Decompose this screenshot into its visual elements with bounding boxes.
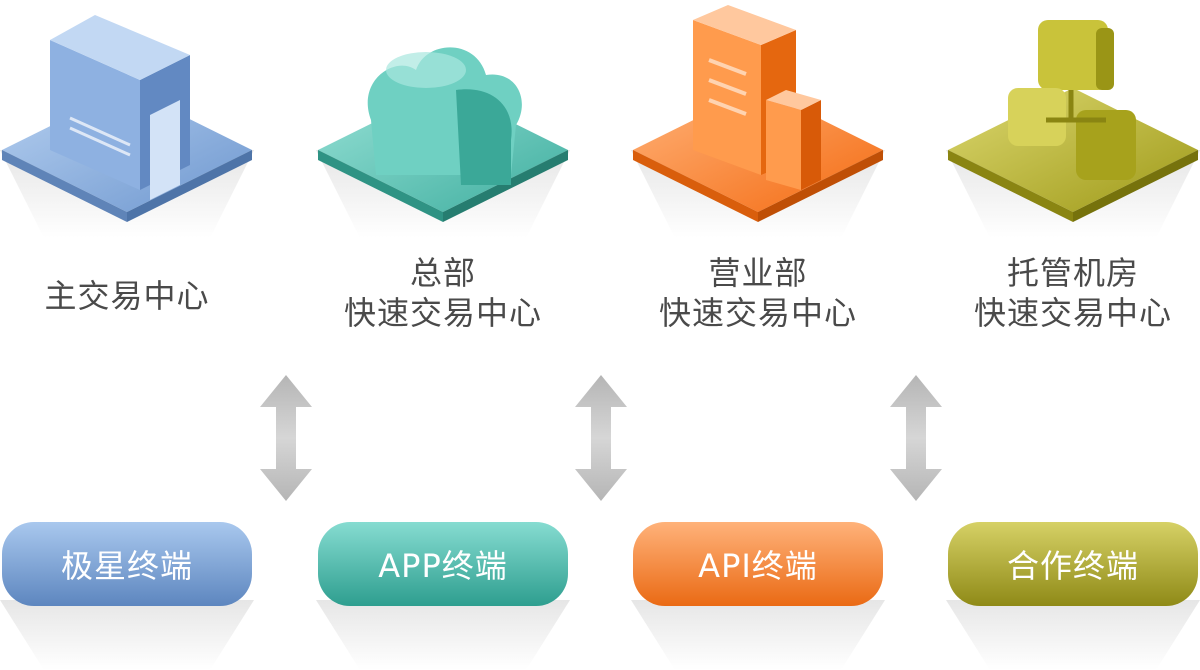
column-label: 托管机房 快速交易中心 — [973, 254, 1172, 332]
cloud-icon — [316, 47, 570, 238]
column-branch-center: 营业部 快速交易中心 — [631, 0, 885, 670]
api-terminal-button[interactable]: API终端 — [633, 522, 883, 606]
bidirectional-arrow-icon — [890, 375, 942, 501]
terminal-partner: 合作终端 — [946, 0, 1200, 670]
terminal-api: API终端 — [631, 0, 885, 670]
column-hq-center: 总部 快速交易中心 — [316, 0, 570, 670]
column-hosted-center: 托管机房 快速交易中心 — [946, 0, 1200, 670]
jixing-terminal-button[interactable]: 极星终端 — [2, 522, 252, 606]
bidirectional-arrow-icon — [260, 375, 312, 501]
column-label: 总部 快速交易中心 — [343, 254, 542, 332]
bidirectional-arrow-icon — [575, 375, 627, 501]
terminal-app: APP终端 — [316, 0, 570, 670]
building-icon — [0, 15, 254, 238]
terminal-jixing: 极星终端 — [0, 0, 254, 670]
server-network-icon — [946, 20, 1200, 238]
column-label: 主交易中心 — [44, 277, 210, 315]
app-terminal-button[interactable]: APP终端 — [318, 522, 568, 606]
column-label: 营业部 快速交易中心 — [658, 254, 857, 332]
office-towers-icon — [631, 5, 885, 238]
column-main-center: 主交易中心 — [0, 0, 254, 670]
partner-terminal-button[interactable]: 合作终端 — [948, 522, 1198, 606]
